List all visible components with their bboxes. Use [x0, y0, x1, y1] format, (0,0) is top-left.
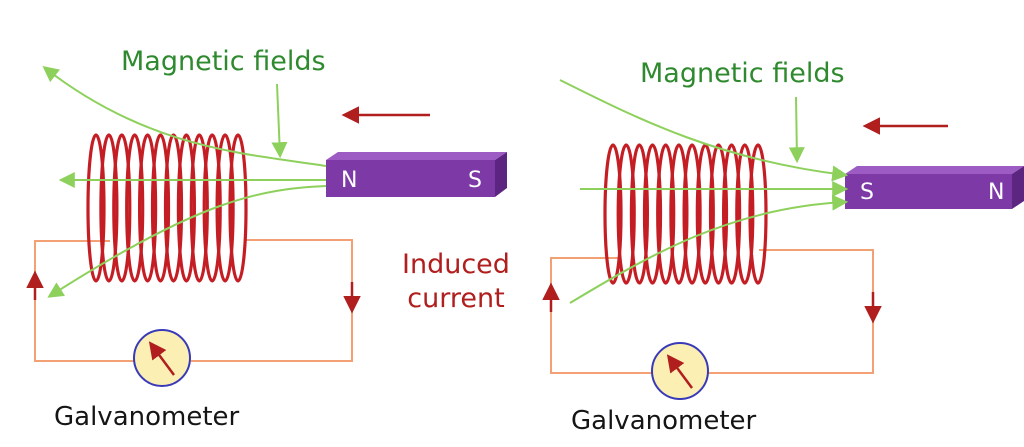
right-coil-turn	[735, 143, 755, 285]
left-field-label-pointer	[271, 83, 288, 159]
right-field-line-1	[559, 79, 849, 182]
induced-current-line2: current	[407, 283, 505, 314]
right-coil-turn	[642, 143, 663, 285]
right-coil-turn	[603, 143, 623, 285]
right-field-label: Magnetic fields	[640, 58, 845, 89]
right-coil-turn	[708, 143, 729, 285]
induced-current-label: Induced current	[402, 248, 510, 316]
right-panel	[542, 79, 1024, 400]
left-coil-turn	[189, 133, 209, 283]
left-field-label: Magnetic fields	[121, 46, 326, 77]
left-field-lines	[42, 66, 327, 298]
right-coil-turn	[695, 143, 715, 285]
right-coil-turn	[629, 143, 650, 285]
left-coil-turn	[86, 133, 106, 283]
right-galvanometer-label: Galvanometer	[571, 406, 757, 436]
left-coil-turn	[202, 133, 222, 283]
left-magnet-near-pole: N	[341, 168, 358, 193]
right-coil-turn	[669, 143, 689, 285]
right-magnet-near-pole: S	[860, 180, 874, 205]
left-coil-turn	[112, 133, 132, 283]
right-field-label-pointer	[788, 96, 805, 164]
left-coil-turn	[176, 133, 196, 283]
right-galvanometer	[651, 342, 709, 400]
left-galvanometer	[133, 329, 191, 387]
left-field-line-3	[47, 185, 327, 298]
right-bar-magnet	[845, 166, 1024, 209]
left-galvanometer-label: Galvanometer	[54, 402, 240, 432]
right-coil-turn	[616, 143, 636, 285]
right-coil	[603, 143, 768, 285]
right-coil-turn	[682, 143, 702, 285]
left-panel	[26, 66, 507, 387]
right-field-lines	[559, 79, 849, 304]
left-coil-turn	[228, 133, 248, 283]
right-magnet-far-pole: N	[988, 180, 1005, 205]
left-coil-turn	[99, 133, 119, 283]
right-coil-turn	[656, 143, 676, 285]
left-bar-magnet	[326, 152, 507, 197]
left-coil-turn	[138, 133, 158, 283]
left-field-line-1	[42, 66, 327, 167]
left-magnet-far-pole: S	[468, 168, 482, 193]
left-coil-turn	[150, 133, 171, 283]
right-coil-turn	[721, 143, 742, 285]
left-coil-turn	[163, 133, 184, 283]
induced-current-line1: Induced	[402, 249, 510, 280]
left-coil-turn	[125, 133, 145, 283]
left-coil	[86, 133, 248, 283]
right-field-line-3	[569, 194, 849, 304]
